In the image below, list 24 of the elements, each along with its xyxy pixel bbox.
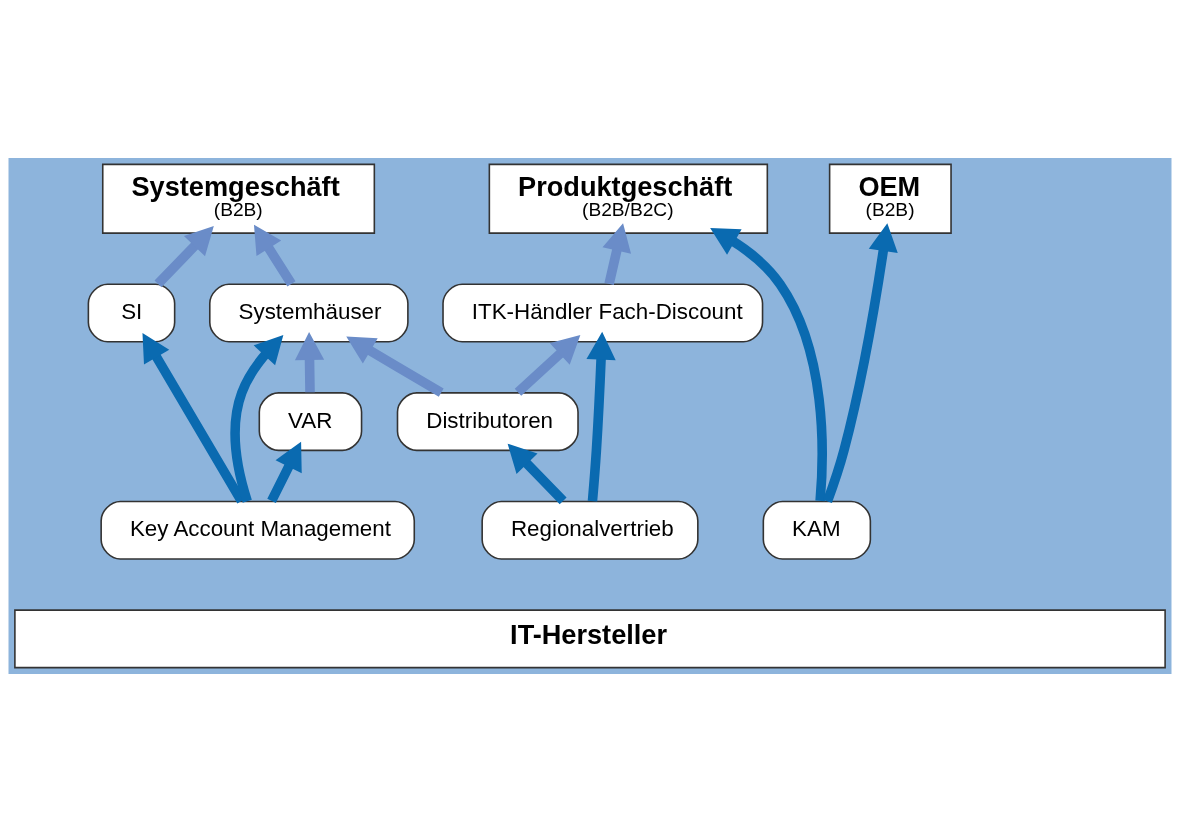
node-box: Regionalvertrieb	[481, 500, 699, 560]
arrow	[294, 332, 325, 393]
arrow	[586, 331, 616, 502]
node-box: Key Account Management	[100, 500, 416, 560]
node-box: VAR	[258, 392, 363, 452]
arrow	[253, 224, 296, 287]
arrow	[154, 225, 214, 288]
node-box: SI	[87, 283, 176, 343]
node-box: Produktgeschäft (B2B/B2C)	[488, 163, 769, 234]
node-box: Systemgeschäft (B2B)	[101, 163, 376, 234]
arrow	[346, 336, 444, 397]
node-box: KAM	[762, 500, 872, 560]
arrow	[602, 223, 632, 285]
arrow	[514, 335, 581, 396]
node-box: Systemhäuser	[209, 283, 409, 343]
arrow	[230, 334, 284, 503]
arrow	[507, 443, 567, 505]
node-box: ITK-Händler Fach-Discount	[442, 283, 764, 343]
node-box: Distributoren	[396, 392, 579, 452]
arrow	[710, 228, 827, 502]
node-box: IT-Hersteller	[14, 609, 1166, 669]
arrow	[822, 223, 898, 504]
arrow	[267, 441, 302, 504]
node-box: OEM (B2B)	[828, 163, 952, 234]
